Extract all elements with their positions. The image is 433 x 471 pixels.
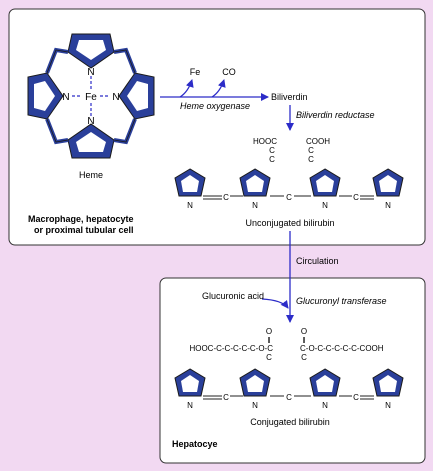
uncon-n-2: N — [252, 201, 258, 210]
con-n-2: N — [252, 401, 258, 410]
panel-top-label-line1: Macrophage, hepatocyte — [28, 214, 134, 224]
con-n-3: N — [322, 401, 328, 410]
con-bridge-c3: C — [353, 393, 359, 402]
heme-n-right: N — [112, 92, 119, 103]
uncon-bridges — [203, 195, 374, 200]
con-chain-c1: C — [266, 353, 272, 362]
uncon-chain-c3: C — [308, 146, 314, 155]
product-biliverdin: Biliverdin — [271, 92, 308, 102]
heme-n-top: N — [87, 67, 94, 78]
uncon-bridge-c1: C — [223, 193, 229, 202]
uncon-left-acid: HOOC — [253, 137, 277, 146]
con-n-1: N — [187, 401, 193, 410]
con-left-chain: HOOC-C-C-C-C-C-O-C — [189, 344, 273, 353]
con-bridge-c2: C — [286, 393, 292, 402]
panel-top-label-line2: or proximal tubular cell — [34, 225, 134, 235]
panel-hepatocyte — [159, 277, 426, 464]
byproduct-co: CO — [222, 67, 236, 77]
panel-bottom-label: Hepatocye — [172, 439, 218, 449]
uncon-bridge-c3: C — [353, 193, 359, 202]
conjugated-bilirubin-molecule: O O ‖ ‖ HOOC-C-C-C-C-C-O-C C-O-C-C-C-C-C… — [174, 327, 404, 410]
heme-fe-atom: Fe — [85, 92, 97, 103]
uncon-right-acid: COOH — [306, 137, 330, 146]
heme-molecule: N N N N Fe — [27, 33, 155, 159]
glucuronic-acid-arrow — [261, 298, 289, 309]
heme-fe-bonds — [72, 76, 110, 116]
heme-pyrrole-top — [67, 33, 115, 69]
conjugated-bilirubin-label: Conjugated bilirubin — [250, 417, 330, 427]
enzyme-biliverdin-reductase: Biliverdin reductase — [296, 110, 375, 120]
con-o-left: O — [266, 327, 272, 336]
byproduct-fe: Fe — [190, 67, 201, 77]
uncon-chain-c1: C — [269, 146, 275, 155]
heme-pyrrole-right — [118, 72, 155, 120]
con-dbl-bond-left: ‖ — [267, 336, 270, 345]
heme-n-bottom: N — [87, 116, 94, 127]
unconjugated-bilirubin-label: Unconjugated bilirubin — [245, 218, 334, 228]
con-bridge-c1: C — [223, 393, 229, 402]
con-right-chain: C-O-C-C-C-C-C-COOH — [300, 344, 384, 353]
heme-label: Heme — [79, 170, 103, 180]
uncon-bridge-c2: C — [286, 193, 292, 202]
heme-pyrrole-bottom — [67, 123, 115, 159]
uncon-n-3: N — [322, 201, 328, 210]
heme-n-left: N — [62, 92, 69, 103]
con-dbl-bond-right: ‖ — [302, 336, 305, 345]
enzyme-glucuronyl-transferase: Glucuronyl transferase — [296, 296, 387, 306]
heme-oxygenase-arrow — [160, 79, 269, 101]
con-bridges — [203, 395, 374, 400]
circulation-label: Circulation — [296, 256, 339, 266]
enzyme-heme-oxygenase: Heme oxygenase — [180, 101, 250, 111]
unconjugated-bilirubin-molecule: HOOC COOH C C C C C C C N N N N — [174, 137, 404, 210]
uncon-chain-c2: C — [269, 155, 275, 164]
uncon-n-4: N — [385, 201, 391, 210]
con-chain-c2: C — [301, 353, 307, 362]
uncon-n-1: N — [187, 201, 193, 210]
con-n-4: N — [385, 401, 391, 410]
con-o-right: O — [301, 327, 307, 336]
heme-pyrrole-left — [27, 72, 64, 120]
uncon-chain-c4: C — [308, 155, 314, 164]
glucuronic-acid-label: Glucuronic acid — [202, 291, 264, 301]
